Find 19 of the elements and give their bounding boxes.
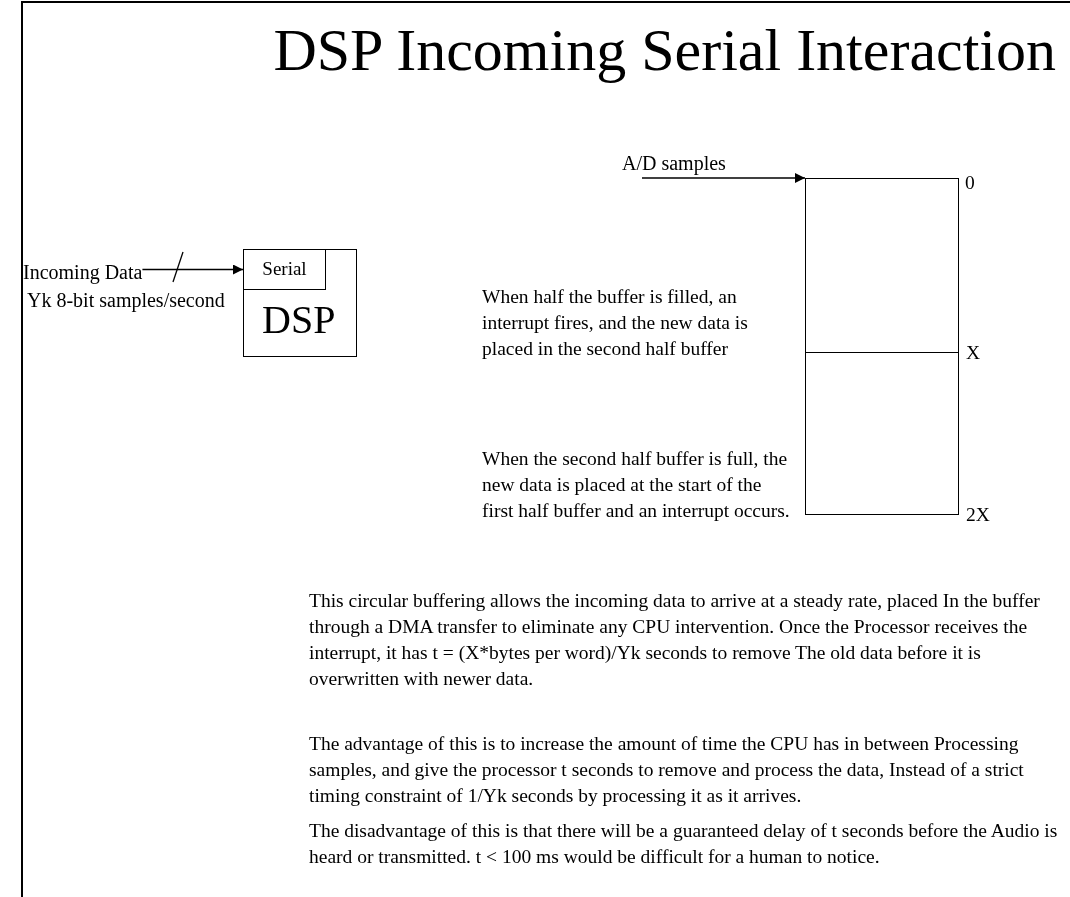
note-text: When half the buffer is filled, an interrupt fires, and the new data is placed in the second half buffer <box>482 285 749 361</box>
note-text: This circular buffering allows the incoming data to arrive at a steady rate, placed In the buffer through a DMA transfer to eliminate any CPU intervention. Once the Processor receives the interrupt, it has t = (X*bytes per word)/Yk seconds to remove The old data before it is overwritten with newer data. <box>309 589 1041 691</box>
node-label: Incoming Data <box>23 260 143 285</box>
buffer-half-box <box>805 178 959 353</box>
address-label: 0 <box>965 171 975 195</box>
rate-label: Yk 8-bit samples/second <box>27 288 225 313</box>
note-text: The advantage of this is to increase the amount of time the CPU has in between Processing samples, and give the processor t seconds to remove and process the data, Instead of a strict timing constraint of 1/Yk seconds by processing it as it arrives. <box>309 732 1025 808</box>
address-label: X <box>966 341 981 365</box>
node-label: DSP <box>262 298 336 342</box>
port-box: Serial <box>243 249 326 290</box>
address-label: 2X <box>966 503 990 527</box>
arrow <box>641 173 806 183</box>
buffer-half-box <box>805 352 959 515</box>
node-label: A/D samples <box>622 151 726 176</box>
arrow <box>141 264 244 275</box>
note-text: The disadvantage of this is that there will be a guaranteed delay of t seconds before the Audio is heard or transmitted. t < 100 ms would be difficult for a human to notice. <box>309 819 1059 869</box>
title: DSP Incoming Serial Interaction <box>273 16 1056 85</box>
note-text: When the second half buffer is full, the new data is placed at the start of the first half buffer and an interrupt occurs. <box>482 447 791 523</box>
processor-box <box>243 249 357 357</box>
